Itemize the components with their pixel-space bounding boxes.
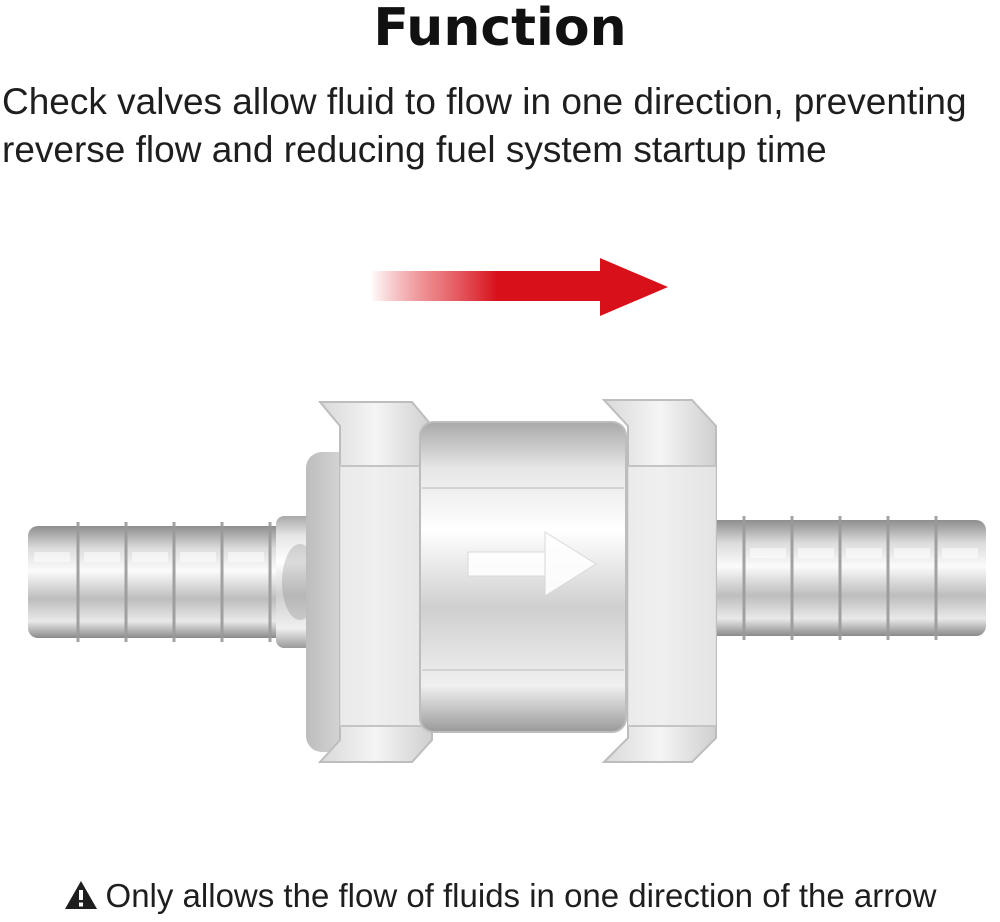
left-hose-barb xyxy=(28,516,338,648)
right-hose-barb xyxy=(700,516,986,640)
valve-body xyxy=(419,421,627,733)
left-hex-nut xyxy=(306,401,433,763)
note-text: Only allows the flow of fluids in one di… xyxy=(105,877,937,914)
flow-direction-note: Only allows the flow of fluids in one di… xyxy=(0,876,1000,919)
check-valve-illustration xyxy=(0,230,1000,790)
function-description: Check valves allow fluid to flow in one … xyxy=(2,78,998,174)
engraved-arrow-icon xyxy=(467,531,597,597)
description-line-2: reverse flow and reducing fuel system st… xyxy=(2,129,827,170)
description-line-1: Check valves allow fluid to flow in one … xyxy=(2,81,967,122)
right-hex-nut xyxy=(601,399,717,763)
warning-triangle-icon xyxy=(64,879,98,919)
page-title: Function xyxy=(373,0,627,58)
flow-direction-arrow xyxy=(370,258,668,316)
